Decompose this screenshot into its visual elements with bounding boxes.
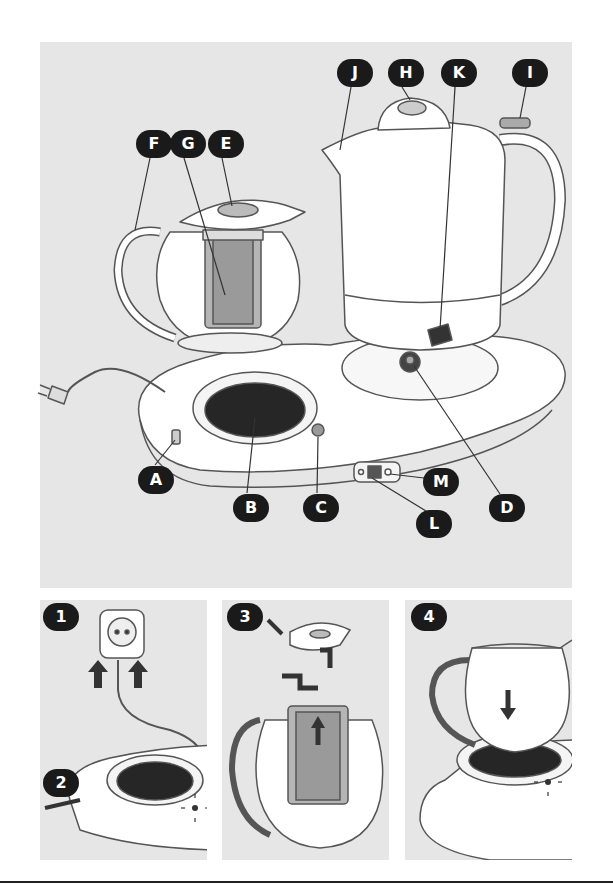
callout-number: 2 bbox=[43, 769, 79, 797]
callout-number: 1 bbox=[43, 603, 79, 631]
callout-number: B bbox=[233, 494, 269, 522]
callout-number: J bbox=[337, 59, 373, 87]
callout-number: F bbox=[136, 130, 172, 158]
callout-number: K bbox=[441, 59, 477, 87]
callout-number: I bbox=[512, 59, 548, 87]
callout-number: H bbox=[388, 59, 424, 87]
callout-number: 3 bbox=[227, 603, 263, 631]
callout-number: L bbox=[416, 510, 452, 538]
callout-number: A bbox=[138, 466, 174, 494]
callout-number: 4 bbox=[411, 603, 447, 631]
callout-number: M bbox=[423, 468, 459, 496]
callout-number: D bbox=[489, 494, 525, 522]
callout-number: G bbox=[170, 130, 206, 158]
callout-number: E bbox=[208, 130, 244, 158]
callout-number: C bbox=[303, 494, 339, 522]
